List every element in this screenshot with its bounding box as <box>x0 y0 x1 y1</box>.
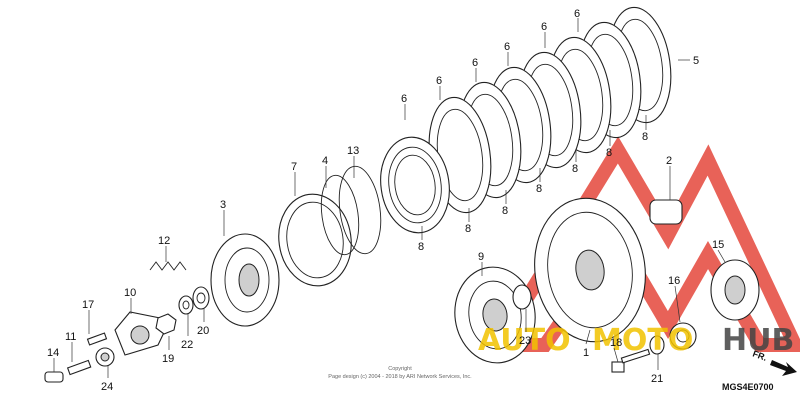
callout-8: 8 <box>502 205 508 217</box>
callout-8: 8 <box>606 147 612 159</box>
oil-pump-drive-sprocket <box>710 259 760 321</box>
bolt-17 <box>86 332 108 346</box>
callout-8: 8 <box>536 183 542 195</box>
part-callouts: 5 6 6 6 6 6 6 8 8 8 8 8 8 8 7 4 13 3 12 … <box>47 8 724 393</box>
clutch-plate-stack <box>380 6 672 234</box>
oil-pump-driven-gear <box>669 322 697 350</box>
flange-bolt <box>611 348 651 373</box>
front-direction-label: FR. <box>751 348 768 362</box>
spline-washer <box>192 286 210 310</box>
callout-24: 24 <box>101 381 113 393</box>
callout-17: 17 <box>82 299 94 311</box>
judder-spring <box>320 174 360 256</box>
callout-8: 8 <box>418 241 424 253</box>
callout-6: 6 <box>574 8 580 20</box>
callout-10: 10 <box>124 287 136 299</box>
copyright-line-2: Page design (c) 2004 - 2018 by ARI Netwo… <box>328 374 472 380</box>
callout-8: 8 <box>642 131 648 143</box>
callout-4: 4 <box>322 155 328 167</box>
copyright-line-1: Copyright <box>388 366 412 372</box>
clutch-outer <box>534 197 646 343</box>
bolt-11 <box>66 359 92 376</box>
thrust-washer <box>512 284 532 310</box>
watermark-text-hub: HUB <box>722 323 794 358</box>
callout-20: 20 <box>197 325 209 337</box>
clutch-spring <box>149 261 187 271</box>
callout-11: 11 <box>65 331 76 343</box>
outer-guide <box>649 199 683 225</box>
copyright-block: Copyright Page design (c) 2004 - 2018 by… <box>328 366 472 380</box>
watermark-text-auto: AUTO <box>478 323 571 358</box>
lifter-rod <box>44 371 64 383</box>
callout-23: 23 <box>519 335 531 347</box>
callout-12: 12 <box>158 235 170 247</box>
callout-6: 6 <box>472 57 478 69</box>
callout-3: 3 <box>220 199 226 211</box>
callout-18: 18 <box>610 337 622 349</box>
callout-6: 6 <box>541 21 547 33</box>
leader-lines <box>53 18 726 378</box>
bearing <box>95 347 115 367</box>
callout-13: 13 <box>347 145 359 157</box>
callout-8: 8 <box>465 223 471 235</box>
callout-6: 6 <box>436 75 442 87</box>
callout-2: 2 <box>666 155 672 167</box>
diagram-code: MGS4E0700 <box>722 382 774 392</box>
front-direction-marker: FR. <box>751 348 797 376</box>
callout-8: 8 <box>572 163 578 175</box>
callout-7: 7 <box>291 161 297 173</box>
lock-nut <box>155 313 177 335</box>
callout-9: 9 <box>478 251 484 263</box>
washer-21 <box>649 335 665 355</box>
callout-1: 1 <box>583 347 589 359</box>
callout-16: 16 <box>668 275 680 287</box>
callout-22: 22 <box>181 339 193 351</box>
watermark-text-moto: MOTO <box>592 323 693 358</box>
callout-14: 14 <box>47 347 59 359</box>
judder-spring-seat <box>278 193 352 287</box>
callout-15: 15 <box>712 239 724 251</box>
callout-6: 6 <box>504 41 510 53</box>
pressure-plate <box>210 233 280 327</box>
callout-19: 19 <box>162 353 174 365</box>
callout-6: 6 <box>401 93 407 105</box>
callout-5: 5 <box>693 55 699 67</box>
lock-washer <box>178 295 194 315</box>
callout-21: 21 <box>651 373 663 385</box>
watermark-text: AUTO MOTO HUB <box>478 323 794 358</box>
front-direction-arrow-icon <box>770 360 797 376</box>
